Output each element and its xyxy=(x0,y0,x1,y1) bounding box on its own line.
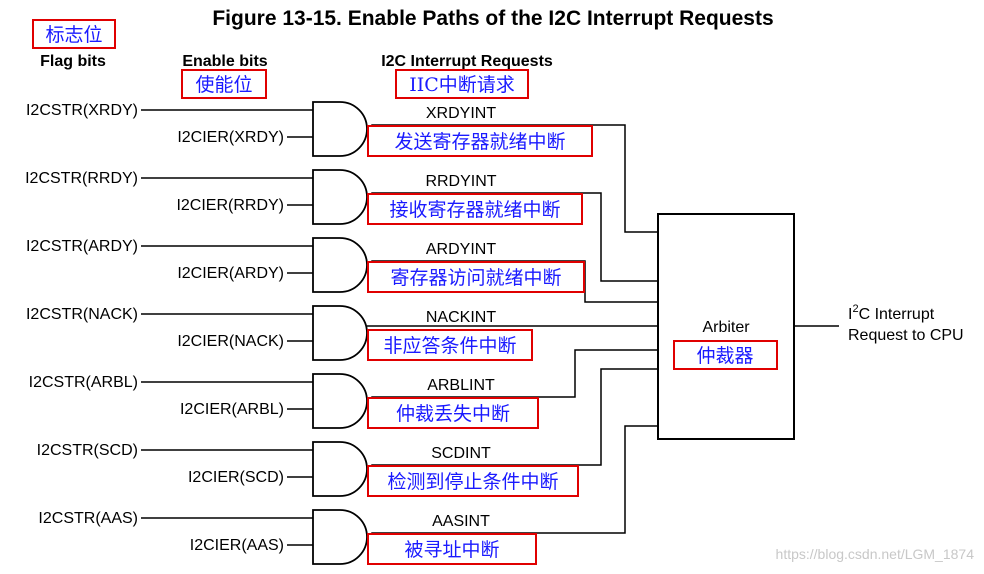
interrupt-annotation-box xyxy=(367,397,539,429)
svg-text:使能位: 使能位 xyxy=(195,74,252,96)
interrupt-row: I2CSTR(RRDY) I2CIER(RRDY) RRDYINT 接收寄存器就绪中断 xyxy=(25,169,658,282)
interrupt-requests-header: I2C Interrupt Requests xyxy=(381,53,553,70)
figure-title: Figure 13-15. Enable Paths of the I2C In… xyxy=(212,7,773,30)
interrupt-annotation: 接收寄存器就绪中断 xyxy=(389,199,560,221)
and-gate-symbol xyxy=(312,509,368,565)
interrupt-row: I2CSTR(AAS) I2CIER(AAS) AASINT 被寻址中断 xyxy=(38,425,658,565)
flag-bit-label: I2CSTR(SCD) xyxy=(37,442,138,459)
enable-bit-label: I2CIER(NACK) xyxy=(177,333,284,350)
enable-bit-label: I2CIER(XRDY) xyxy=(177,129,284,146)
interrupt-signal-label: RRDYINT xyxy=(425,173,496,190)
flag-bit-label: I2CSTR(XRDY) xyxy=(26,102,138,119)
and-gate-symbol xyxy=(312,441,368,497)
and-gate-symbol xyxy=(312,237,368,293)
flag-bits-annotation: 标志位 xyxy=(32,19,116,49)
interrupt-annotation-box xyxy=(367,533,537,565)
interrupt-signal-label: ARDYINT xyxy=(426,241,496,258)
output-label-line1: I2C Interrupt xyxy=(848,303,935,323)
arbiter-block: Arbiter 仲裁器 xyxy=(657,213,795,440)
arbiter-label: Arbiter xyxy=(702,319,750,336)
enable-bit-label: I2CIER(AAS) xyxy=(190,537,284,554)
watermark: https://blog.csdn.net/LGM_1874 xyxy=(776,546,975,562)
interrupt-annotation: 被寻址中断 xyxy=(404,539,499,561)
interrupt-requests-annotation: IIC中断请求 xyxy=(395,69,529,99)
enable-bit-label: I2CIER(RRDY) xyxy=(176,197,284,214)
rows-layer: I2CSTR(XRDY) I2CIER(XRDY) XRDYINT 发送寄存器就绪中断… xyxy=(25,101,658,565)
enable-bit-label: I2CIER(SCD) xyxy=(188,469,284,486)
interrupt-annotation-box xyxy=(367,193,583,225)
interrupt-annotation: 检测到停止条件中断 xyxy=(387,471,558,493)
enable-bits-header: Enable bits xyxy=(182,53,267,70)
interrupt-annotation-box xyxy=(367,465,579,497)
flag-bit-label: I2CSTR(RRDY) xyxy=(25,170,138,187)
flag-bit-label: I2CSTR(NACK) xyxy=(26,306,138,323)
interrupt-signal-label: XRDYINT xyxy=(426,105,496,122)
interrupt-annotation: 非应答条件中断 xyxy=(383,335,516,357)
svg-text:标志位: 标志位 xyxy=(45,24,102,46)
and-gate-symbol xyxy=(312,305,368,361)
and-gate-symbol xyxy=(312,373,368,429)
arbiter-annotation: 仲裁器 xyxy=(696,345,753,367)
interrupt-signal-label: NACKINT xyxy=(426,309,496,326)
interrupt-annotation-box xyxy=(367,329,533,361)
interrupt-annotation: 仲裁丢失中断 xyxy=(396,403,510,425)
and-gate-symbol xyxy=(312,101,368,157)
output-label-line2: Request to CPU xyxy=(848,327,964,344)
flag-bits-header: Flag bits xyxy=(40,53,106,70)
interrupt-signal-label: SCDINT xyxy=(431,445,491,462)
interrupt-signal-label: AASINT xyxy=(432,513,490,530)
flag-bit-label: I2CSTR(ARDY) xyxy=(26,238,138,255)
enable-bit-label: I2CIER(ARDY) xyxy=(177,265,284,282)
enable-bit-label: I2CIER(ARBL) xyxy=(180,401,284,418)
interrupt-annotation-box xyxy=(367,125,593,157)
enable-bits-annotation: 使能位 xyxy=(181,69,267,99)
flag-bit-label: I2CSTR(AAS) xyxy=(38,510,138,527)
interrupt-annotation: 寄存器访问就绪中断 xyxy=(390,267,561,289)
interrupt-row: I2CSTR(NACK) I2CIER(NACK) NACKINT 非应答条件中断 xyxy=(26,305,658,361)
interrupt-row: I2CSTR(SCD) I2CIER(SCD) SCDINT 检测到停止条件中断 xyxy=(37,368,658,497)
interrupt-annotation: 发送寄存器就绪中断 xyxy=(394,131,565,153)
interrupt-signal-label: ARBLINT xyxy=(427,377,495,394)
interrupt-row: I2CSTR(ARDY) I2CIER(ARDY) ARDYINT 寄存器访问就绪中断 xyxy=(26,237,658,303)
and-gate-symbol xyxy=(312,169,368,225)
svg-text:IIC中断请求: IIC中断请求 xyxy=(409,74,515,96)
flag-bit-label: I2CSTR(ARBL) xyxy=(29,374,138,391)
interrupt-row: I2CSTR(ARBL) I2CIER(ARBL) ARBLINT 仲裁丢失中断 xyxy=(29,349,658,429)
interrupt-annotation-box xyxy=(367,261,585,293)
interrupt-row: I2CSTR(XRDY) I2CIER(XRDY) XRDYINT 发送寄存器就绪中断 xyxy=(26,101,658,233)
